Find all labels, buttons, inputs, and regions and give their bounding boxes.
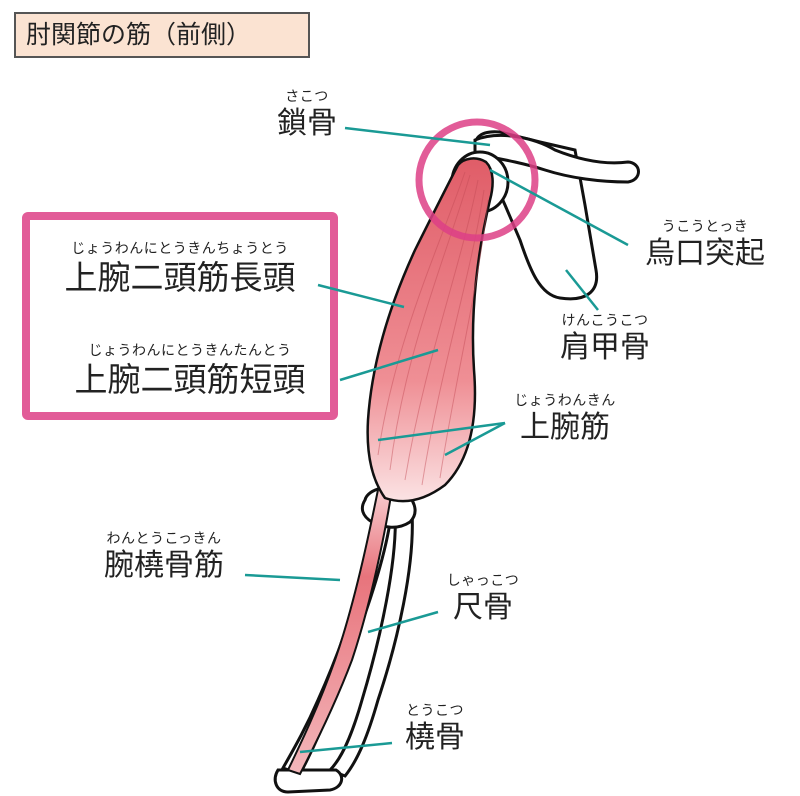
leader-brachioradialis [244,573,341,582]
leader-brachialis-b [444,421,506,457]
coracoid-highlight-ring [415,118,539,242]
wrist-bones [273,768,344,794]
leader-coracoid [489,168,629,247]
furigana: しゃっこつ [446,573,520,589]
label-biceps-short: じょうわんにとうきんたんとう 上腕二頭筋短頭 [55,342,325,400]
label-text: 腕橈骨筋 [104,548,224,583]
furigana: じょうわんにとうきんたんとう [88,343,292,359]
label-text: 肩甲骨 [560,330,650,365]
leader-biceps-short [339,348,439,382]
furigana: さこつ [285,89,329,105]
biceps-muscle [366,157,494,503]
ulna-bone [327,508,414,778]
label-biceps-long: じょうわんにとうきんちょうとう 上腕二頭筋長頭 [40,240,320,298]
label-radius: とうこつ 橈骨 [390,702,480,756]
furigana: わんとうこっきん [106,531,222,547]
title-box: 肘関節の筋（前側） [14,12,310,58]
label-text: 上腕筋 [520,410,610,445]
label-ulna: しゃっこつ 尺骨 [428,572,538,626]
leader-scapula [565,269,599,311]
leader-brachialis-a [377,421,506,442]
label-coracoid: うこうとっき 烏口突起 [630,218,780,272]
label-text: 上腕二頭筋長頭 [64,258,296,297]
furigana: じょうわんにとうきんちょうとう [71,241,289,257]
label-brachioradialis: わんとうこっきん 腕橈骨筋 [84,530,244,584]
leader-lines [244,126,629,754]
label-text: 烏口突起 [645,236,765,271]
leader-biceps-long [317,283,405,309]
furigana: じょうわんきん [514,393,616,409]
label-text: 橈骨 [405,720,465,755]
leader-radius [299,741,393,754]
biceps-label-frame [22,212,338,420]
label-text: 鎖骨 [277,106,337,141]
furigana: とうこつ [406,703,464,719]
label-text: 上腕二頭筋短頭 [74,360,306,399]
label-scapula: けんこうこつ 肩甲骨 [540,312,670,366]
brachioradialis-muscle [286,468,396,776]
furigana: うこうとっき [661,219,749,235]
leader-clavicle [344,126,491,147]
leader-ulna [367,610,439,634]
page-title: 肘関節の筋（前側） [26,20,252,49]
label-brachialis: じょうわんきん 上腕筋 [500,392,630,446]
label-text: 尺骨 [453,590,513,625]
label-clavicle: さこつ 鎖骨 [262,88,352,142]
furigana: けんこうこつ [561,313,649,329]
